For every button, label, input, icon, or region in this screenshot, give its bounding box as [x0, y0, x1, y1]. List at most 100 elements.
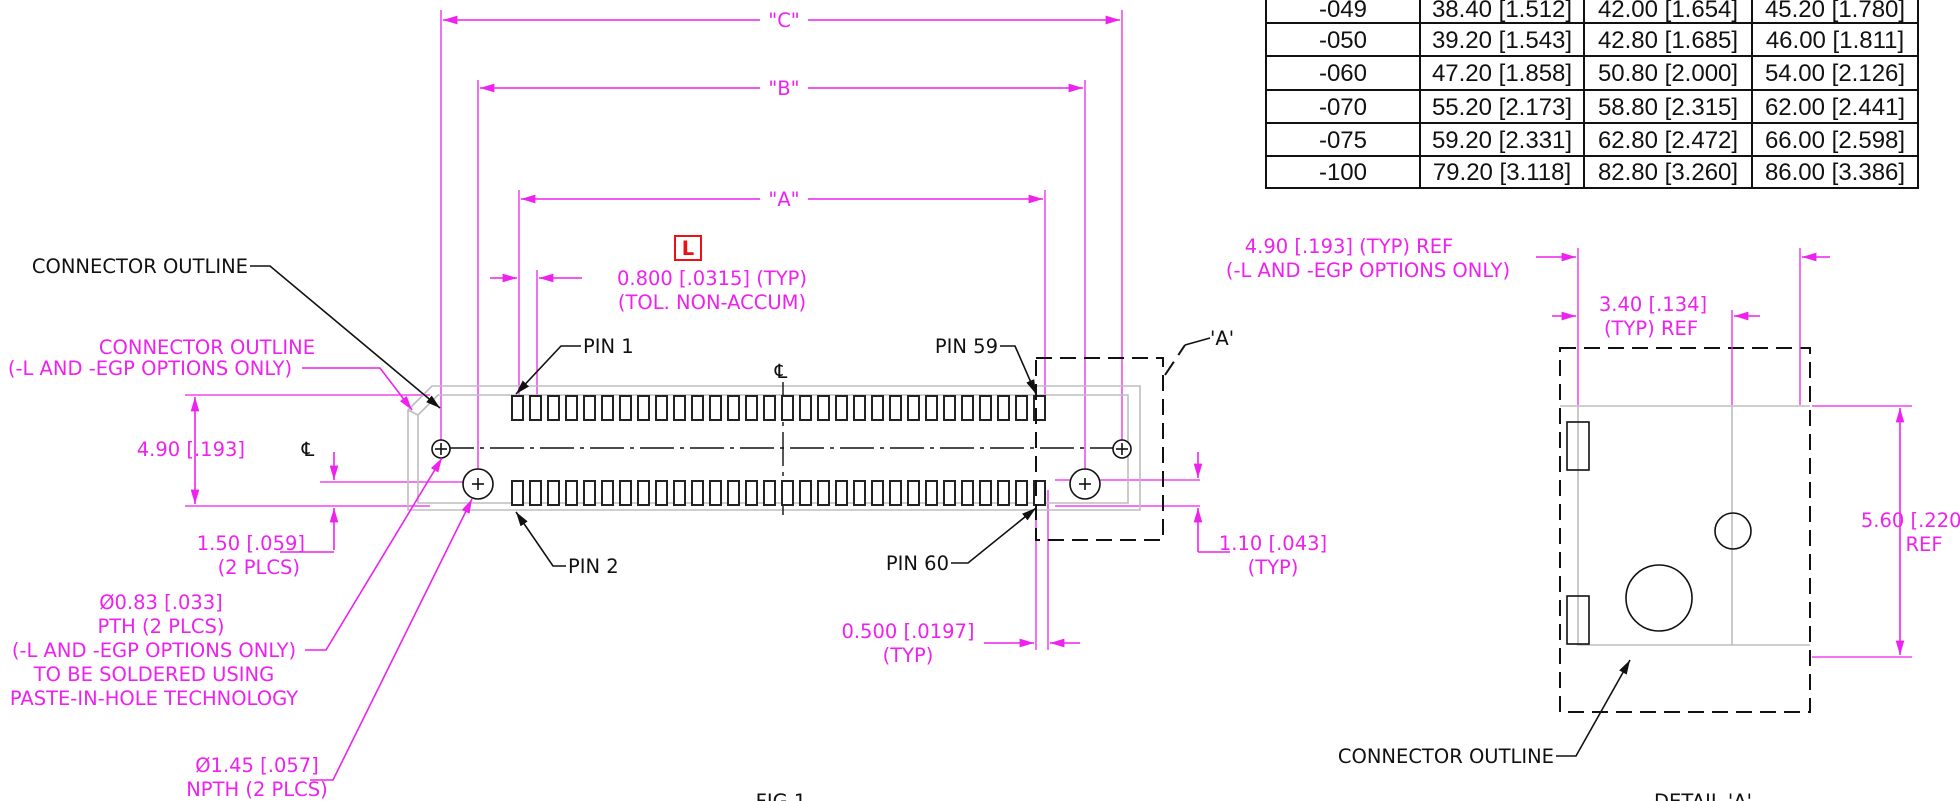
dim-c-label: "C" — [768, 9, 800, 32]
detail-height-label: 5.60 [.220] — [1861, 509, 1960, 532]
pad-top-row — [709, 395, 722, 421]
detail-a-boundary — [1035, 357, 1164, 541]
pth-callout-line: TO BE SOLDERED USING — [33, 663, 274, 686]
pad-bottom-row — [763, 480, 776, 506]
detail-a-view — [1559, 347, 1811, 713]
pad-bottom-row — [673, 480, 686, 506]
detail-ref-note: (-L AND -EGP OPTIONS ONLY) — [1226, 259, 1510, 282]
centerline-symbol-h: ℄ — [301, 438, 315, 461]
table-cell-value: 47.20 [1.858] — [1432, 60, 1572, 87]
npth-hole-left — [462, 468, 494, 500]
pad-top-row — [547, 395, 560, 421]
table-cell-value: 62.00 [2.441] — [1765, 94, 1905, 121]
pth-callout: Ø0.83 [.033] PTH (2 PLCS) (-L AND -EGP O… — [10, 591, 298, 710]
table-cell-value: 86.00 [3.386] — [1765, 159, 1905, 186]
detail-height-note: REF — [1905, 533, 1942, 556]
pad-bottom-row — [691, 480, 704, 506]
dim-a-label: "A" — [768, 188, 799, 211]
pad-top-row — [619, 395, 632, 421]
pth-callout-line: (-L AND -EGP OPTIONS ONLY) — [12, 639, 296, 662]
detail-ref-label: 4.90 [.193] (TYP) REF — [1245, 235, 1454, 258]
pad-top-row — [1033, 395, 1046, 421]
table-cell-value: 42.00 [1.654] — [1598, 0, 1738, 23]
pad-bottom-row — [583, 480, 596, 506]
table-cell-value: 50.80 [2.000] — [1598, 60, 1738, 87]
pad-top-row — [781, 395, 794, 421]
npth-callout-line: Ø1.45 [.057] — [195, 754, 319, 777]
offset-dim-label: 1.50 [.059] — [197, 532, 305, 555]
pad-bottom-row — [925, 480, 938, 506]
pad-top-row — [745, 395, 758, 421]
pad-top-row — [907, 395, 920, 421]
pth-callout-line: PTH (2 PLCS) — [98, 615, 225, 638]
pad-top-row — [925, 395, 938, 421]
pad-bottom-row — [619, 480, 632, 506]
table-cell-part-suffix: -049 — [1319, 0, 1367, 23]
pad-top-row — [1015, 395, 1028, 421]
pad-top-row — [961, 395, 974, 421]
pad-top-row — [943, 395, 956, 421]
pth-callout-line: PASTE-IN-HOLE TECHNOLOGY — [10, 687, 298, 710]
pad-bottom-row — [799, 480, 812, 506]
table-cell-value: 66.00 [2.598] — [1765, 127, 1905, 154]
pad-bottom-row — [547, 480, 560, 506]
pad-bottom-row — [529, 480, 542, 506]
connector-outline-label: CONNECTOR OUTLINE — [32, 255, 248, 278]
pin2-label: PIN 2 — [568, 555, 619, 578]
pad-height-note: (TYP) — [1248, 556, 1299, 579]
pad-bottom-row — [979, 480, 992, 506]
pad-bottom-row — [781, 480, 794, 506]
table-cell-value: 79.20 [3.118] — [1433, 159, 1571, 186]
pad-top-row — [637, 395, 650, 421]
pad-array — [511, 395, 1046, 506]
detail-a-ref: 'A' — [1210, 327, 1234, 350]
pad-top-row — [979, 395, 992, 421]
table-cell-part-suffix: -100 — [1319, 159, 1367, 186]
table-cell-value: 59.20 [2.331] — [1432, 127, 1572, 154]
table-cell-part-suffix: -070 — [1319, 94, 1367, 121]
pth-hole-left — [431, 439, 451, 459]
pad-top-row — [655, 395, 668, 421]
offset-dim-note: (2 PLCS) — [218, 556, 300, 579]
height-dim-label: 4.90 [.193] — [137, 438, 245, 461]
pad-bottom-row — [511, 480, 524, 506]
table-cell-value: 58.80 [2.315] — [1598, 94, 1738, 121]
pad-bottom-row — [943, 480, 956, 506]
pth-callout-line: Ø0.83 [.033] — [99, 591, 223, 614]
pad-top-row — [565, 395, 578, 421]
pad-bottom-row — [655, 480, 668, 506]
pad-height-label: 1.10 [.043] — [1219, 532, 1327, 555]
detail-connector-outline-label: CONNECTOR OUTLINE — [1338, 745, 1554, 768]
table-cell-part-suffix: -050 — [1319, 27, 1367, 54]
pad-top-row — [673, 395, 686, 421]
pad-top-row — [511, 395, 524, 421]
pad-bottom-row — [853, 480, 866, 506]
npth-callout: Ø1.45 [.057] NPTH (2 PLCS) — [186, 754, 328, 801]
pitch-label: 0.800 [.0315] (TYP) — [617, 267, 807, 290]
pad-bottom-row — [601, 480, 614, 506]
pad-top-row — [835, 395, 848, 421]
table-cell-value: 54.00 [2.126] — [1765, 60, 1905, 87]
pad-bottom-row — [961, 480, 974, 506]
pad-bottom-row — [727, 480, 740, 506]
table-cell-value: 39.20 [1.543] — [1432, 27, 1572, 54]
table-cell-value: 42.80 [1.685] — [1598, 27, 1738, 54]
pad-bottom-row — [835, 480, 848, 506]
pad-bottom-row — [1033, 480, 1046, 506]
pad-top-row — [853, 395, 866, 421]
pitch-note: (TOL. NON-ACCUM) — [618, 291, 806, 314]
pad-bottom-row — [889, 480, 902, 506]
pad-top-row — [529, 395, 542, 421]
pad-top-row — [997, 395, 1010, 421]
centerline-symbol-v: ℄ — [774, 360, 788, 383]
table-cell-part-suffix: -060 — [1319, 60, 1367, 87]
pad-bottom-row — [637, 480, 650, 506]
pin60-label: PIN 60 — [886, 552, 949, 575]
pad-top-row — [727, 395, 740, 421]
detail-width-note: (TYP) REF — [1604, 317, 1698, 340]
fig-title: FIG 1 — [756, 790, 807, 801]
table-cell-value: 38.40 [1.512] — [1432, 0, 1572, 23]
pad-top-row — [871, 395, 884, 421]
